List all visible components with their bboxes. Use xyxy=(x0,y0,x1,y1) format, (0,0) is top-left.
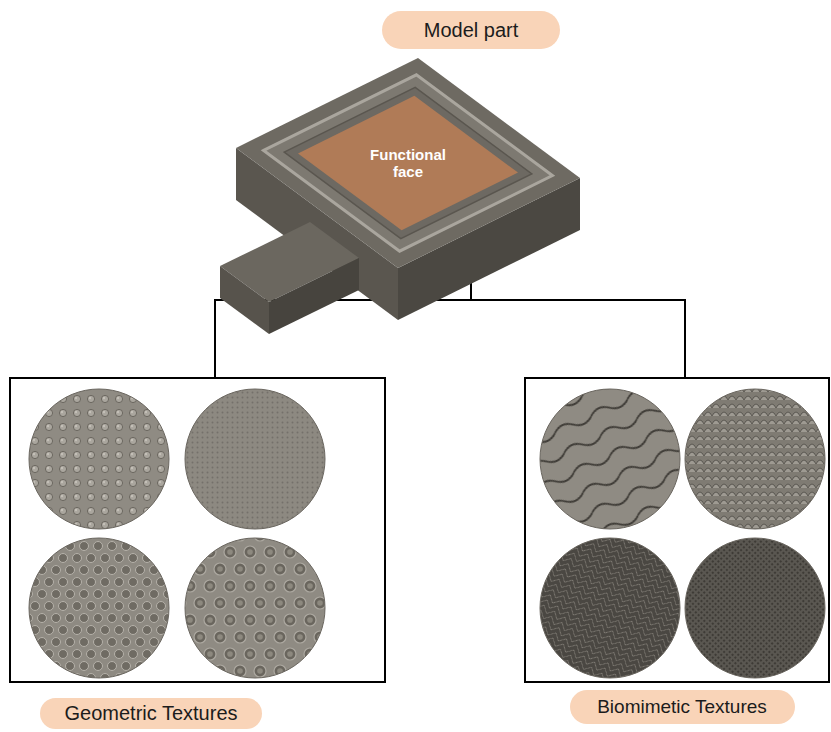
pill-label: Model part xyxy=(424,19,519,42)
model-part xyxy=(220,58,580,334)
texture-sample xyxy=(29,389,825,678)
face-fill xyxy=(298,96,518,230)
label-pill: Model part xyxy=(382,11,560,49)
texture-box xyxy=(10,378,385,682)
label-pill: Biomimetic Textures xyxy=(570,690,795,724)
pill-label: Biomimetic Textures xyxy=(597,696,767,718)
label-pill: Geometric Textures xyxy=(40,698,262,729)
functional-face: Functional face xyxy=(298,95,518,231)
pill-label: Geometric Textures xyxy=(64,702,237,725)
face-label: Functional face xyxy=(366,146,450,181)
texture-box xyxy=(525,378,829,682)
